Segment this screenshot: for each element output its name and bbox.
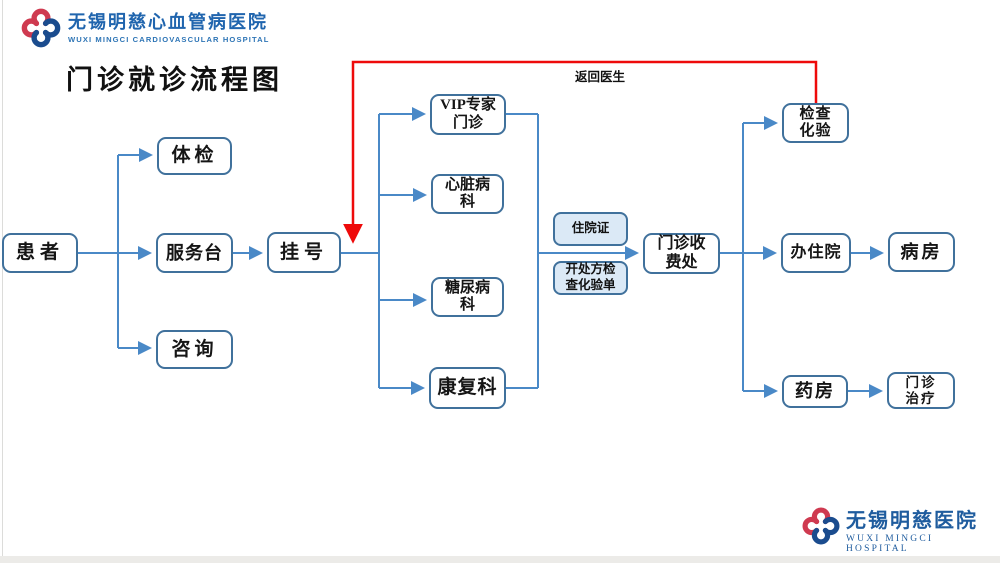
node-label: 康复科 bbox=[437, 377, 498, 399]
node-label-line1: 心脏病 bbox=[444, 176, 490, 193]
node-patient: 患者 bbox=[2, 233, 78, 273]
node-label: 体检 bbox=[171, 145, 218, 167]
node-treatment: 门诊 治疗 bbox=[887, 372, 955, 409]
wire-return-to-doctor bbox=[343, 60, 818, 244]
node-label: 患者 bbox=[15, 242, 64, 264]
node-label-line2: 门诊 bbox=[452, 114, 483, 131]
header-brand-text: 无锡明慈心血管病医院 WUXI MINGCI CARDIOVASCULAR HO… bbox=[68, 13, 269, 44]
node-label-line1: 门诊 bbox=[905, 374, 937, 390]
footer-brand-text: 无锡明慈医院 WUXI MINGCI HOSPITAL bbox=[846, 511, 1000, 554]
footer-hospital-name-en: WUXI MINGCI HOSPITAL bbox=[846, 534, 934, 554]
hospital-name: 无锡明慈心血管病医院 bbox=[68, 12, 268, 32]
node-label-line2: 科 bbox=[459, 297, 475, 313]
node-label-line2: 费处 bbox=[665, 253, 698, 271]
node-label-line2: 化验 bbox=[799, 123, 832, 139]
node-label-line1: VIP专家 bbox=[440, 97, 496, 114]
node-service-desk: 服务台 bbox=[156, 233, 233, 273]
bottom-strip bbox=[0, 556, 1000, 563]
node-vip-clinic: VIP专家 门诊 bbox=[430, 94, 506, 135]
node-registration: 挂号 bbox=[267, 232, 341, 273]
node-diabetes: 糖尿病 科 bbox=[431, 277, 504, 317]
node-consultation: 咨询 bbox=[156, 330, 233, 369]
node-label: 咨询 bbox=[171, 338, 218, 360]
tag-prescription: 开处方检 查化验单 bbox=[553, 261, 628, 295]
node-label: 药房 bbox=[795, 381, 835, 402]
header-brand bbox=[18, 5, 64, 56]
node-label: 服务台 bbox=[166, 242, 223, 263]
node-cashier: 门诊收 费处 bbox=[643, 233, 720, 274]
tag-label-line1: 开处方检 bbox=[565, 262, 616, 277]
footer-hospital-name: 无锡明慈医院 bbox=[846, 510, 978, 532]
node-label: 办住院 bbox=[790, 243, 842, 261]
tag-label-line2: 查化验单 bbox=[565, 278, 616, 292]
tag-hospitalization-cert: 住院证 bbox=[553, 212, 628, 246]
node-ward: 病房 bbox=[888, 232, 955, 272]
footer-brand bbox=[799, 504, 843, 553]
node-label-line1: 糖尿病 bbox=[444, 279, 490, 296]
return-to-doctor-label: 返回医生 bbox=[574, 70, 625, 84]
node-cardiology: 心脏病 科 bbox=[431, 174, 504, 214]
node-label-line2: 治疗 bbox=[905, 390, 937, 406]
page-title: 门诊就诊流程图 bbox=[66, 65, 283, 95]
node-rehabilitation: 康复科 bbox=[429, 367, 506, 409]
hospital-name-en: WUXI MINGCI CARDIOVASCULAR HOSPITAL bbox=[68, 35, 270, 44]
hospital-logo-icon bbox=[802, 507, 840, 545]
node-label-line1: 检查 bbox=[799, 105, 832, 122]
node-pharmacy: 药房 bbox=[782, 375, 848, 408]
tag-label: 住院证 bbox=[571, 221, 610, 236]
hospital-logo-icon bbox=[21, 8, 61, 48]
node-physical-exam: 体检 bbox=[157, 137, 232, 175]
node-label: 挂号 bbox=[279, 241, 328, 263]
left-edge-line bbox=[2, 0, 3, 563]
node-label-line2: 科 bbox=[459, 194, 475, 210]
node-label: 病房 bbox=[900, 241, 943, 262]
node-admission: 办住院 bbox=[781, 233, 851, 273]
node-lab-test: 检查 化验 bbox=[782, 103, 849, 143]
node-label-line1: 门诊收 bbox=[657, 235, 706, 253]
